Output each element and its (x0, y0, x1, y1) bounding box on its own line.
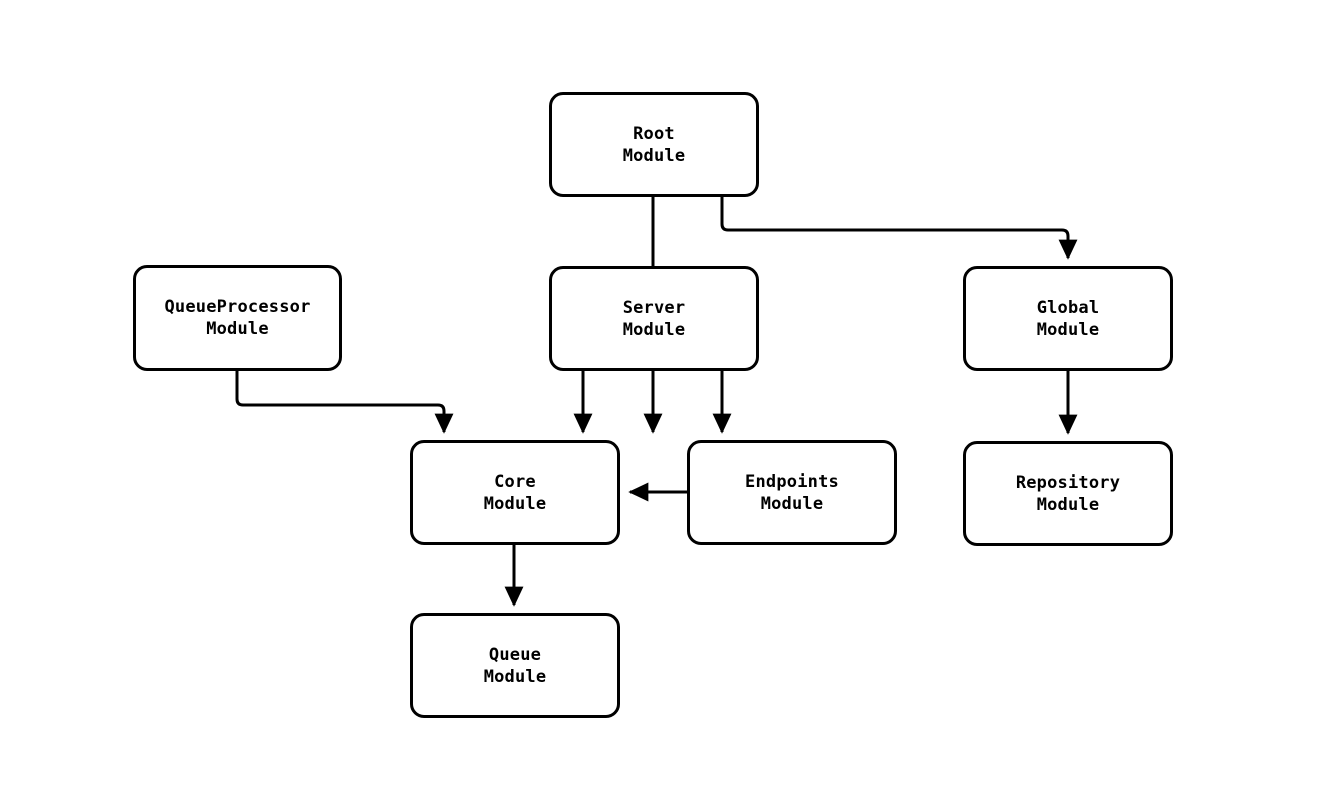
node-label-line2: Module (1036, 319, 1100, 340)
node-label-line1: Core (494, 471, 536, 492)
node-repository-module[interactable]: Repository Module (963, 441, 1173, 546)
edge-root-global (720, 197, 1078, 260)
node-server-module[interactable]: Server Module (549, 266, 759, 371)
node-label-line2: Module (622, 319, 686, 340)
node-label-line1: Server (622, 297, 686, 318)
node-queueprocessor-module[interactable]: QueueProcessor Module (133, 265, 342, 371)
node-label-line1: Queue (488, 644, 542, 665)
node-label-line1: QueueProcessor (164, 297, 311, 317)
node-label-line2: Module (760, 493, 824, 514)
node-root-module[interactable]: Root Module (549, 92, 759, 197)
node-queue-module[interactable]: Queue Module (410, 613, 620, 718)
node-label-line1: Endpoints (745, 471, 839, 492)
node-core-module[interactable]: Core Module (410, 440, 620, 545)
node-label-line2: Module (483, 493, 547, 514)
node-label-line1: Repository (1015, 472, 1121, 493)
edge-queueprocessor-core (235, 371, 454, 434)
node-label-line2: Module (206, 319, 269, 339)
node-label-line2: Module (483, 666, 547, 687)
node-label-line1: Root (633, 123, 675, 144)
node-label-line1: Global (1036, 297, 1100, 318)
node-label-line2: Module (1036, 494, 1100, 515)
node-global-module[interactable]: Global Module (963, 266, 1173, 371)
node-label-line2: Module (622, 145, 686, 166)
node-endpoints-module[interactable]: Endpoints Module (687, 440, 897, 545)
